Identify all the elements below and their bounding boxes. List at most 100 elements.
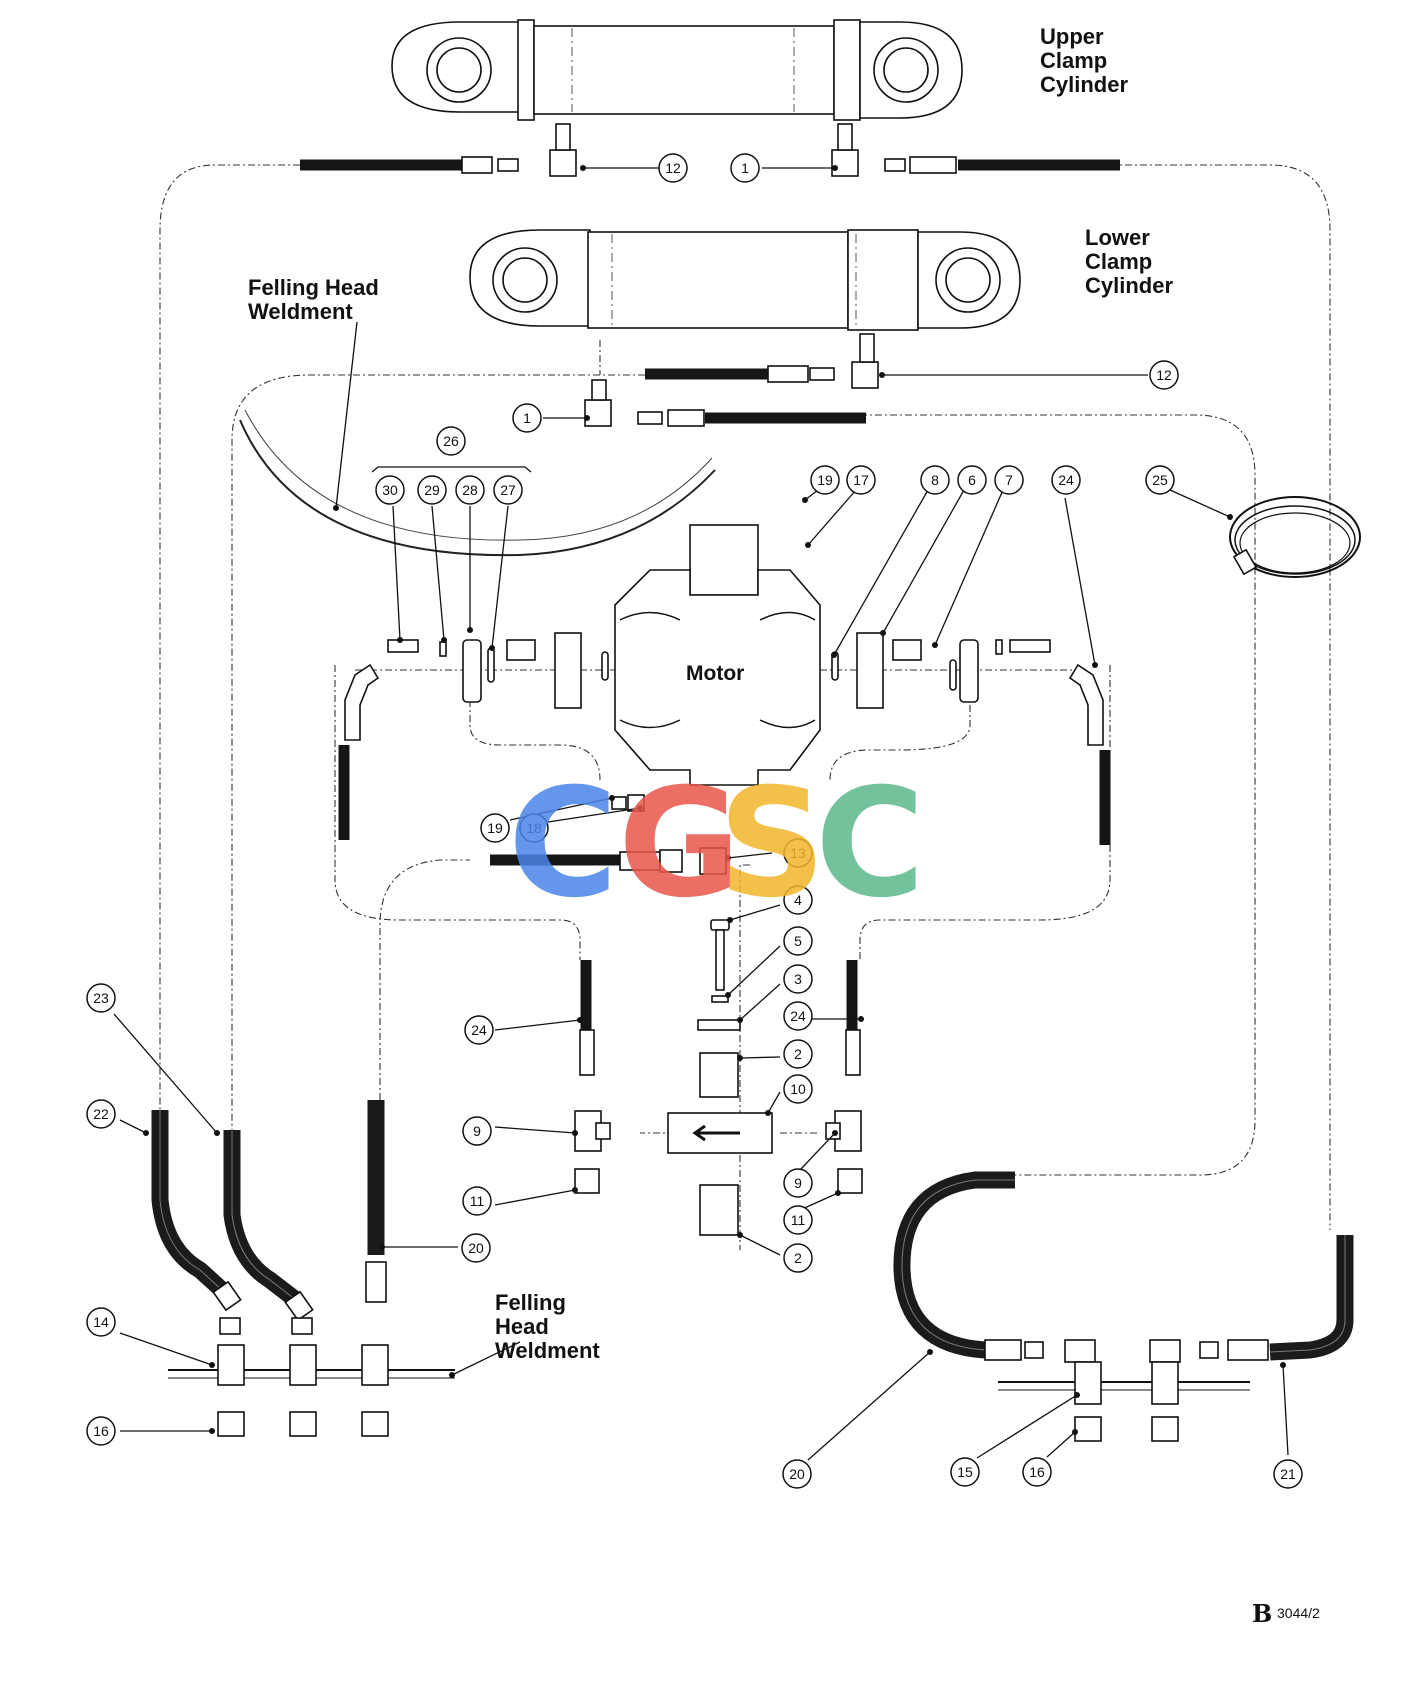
svg-text:17: 17 [853,472,869,488]
svg-text:19: 19 [487,820,503,836]
svg-text:Weldment: Weldment [495,1338,600,1363]
svg-text:1: 1 [523,410,531,426]
lower-right-assembly [893,1171,1354,1442]
svg-text:8: 8 [931,472,939,488]
callout-c7: 7 [994,465,1024,495]
watermark: C G S C [508,757,925,931]
svg-text:18: 18 [526,820,542,836]
callout-c25: 25 [1145,465,1175,495]
callout-c16b: 16 [1022,1457,1052,1487]
callout-c5: 5 [783,926,813,956]
callout-c4: 4 [783,885,813,915]
callout-c20b: 20 [782,1459,812,1489]
callout-c2b: 2 [783,1243,813,1273]
callout-c23: 23 [86,983,116,1013]
callout-c10: 10 [783,1074,813,1104]
lower-left-assembly [151,1100,455,1437]
svg-text:28: 28 [462,482,478,498]
svg-text:7: 7 [1005,472,1013,488]
svg-text:27: 27 [500,482,516,498]
svg-text:23: 23 [93,990,109,1006]
hose-reel [1229,496,1361,578]
callout-c3: 3 [783,964,813,994]
callout-c1a: 1 [730,153,760,183]
svg-text:12: 12 [665,160,681,176]
svg-text:Felling Head: Felling Head [248,275,379,300]
lower-clamp-cylinder-label: Lower Clamp Cylinder [1085,225,1173,298]
felling-head-weldment-label-bottom: Felling Head Weldment [495,1290,600,1363]
callout-c27: 27 [493,475,523,505]
watermark-letter-3: S [718,757,826,931]
svg-text:Cylinder: Cylinder [1040,72,1128,97]
svg-text:Clamp: Clamp [1085,249,1152,274]
svg-text:24: 24 [471,1022,487,1038]
callout-c18: 18 [519,813,549,843]
callout-c24a: 24 [1051,465,1081,495]
svg-text:15: 15 [957,1464,973,1480]
svg-text:6: 6 [968,472,976,488]
svg-text:2: 2 [794,1250,802,1266]
callout-c28: 28 [455,475,485,505]
svg-text:Weldment: Weldment [248,299,353,324]
svg-text:11: 11 [470,1193,485,1209]
upper-clamp-cylinder [391,19,963,121]
callout-c15: 15 [950,1457,980,1487]
callout-c13: 13 [783,838,813,868]
callout-c29: 29 [417,475,447,505]
svg-text:12: 12 [1156,367,1172,383]
callout-c2a: 2 [783,1039,813,1069]
callout-c26: 26 [436,426,466,456]
svg-text:24: 24 [1058,472,1074,488]
elbow-fittings [549,123,879,427]
upper-clamp-cylinder-label: Upper Clamp Cylinder [1040,24,1128,97]
svg-text:16: 16 [1029,1464,1045,1480]
svg-text:Clamp: Clamp [1040,48,1107,73]
callout-c30: 30 [375,475,405,505]
drawing-number: 3044/2 [1277,1605,1320,1621]
svg-text:20: 20 [468,1240,484,1256]
callout-c9a: 9 [462,1116,492,1146]
svg-text:Lower: Lower [1085,225,1150,250]
callout-c14: 14 [86,1307,116,1337]
callout-c12a: 12 [658,153,688,183]
motor-label: Motor [686,662,744,685]
callout-c22: 22 [86,1099,116,1129]
callout-c19b: 19 [480,813,510,843]
callout-c12b: 12 [1149,360,1179,390]
callout-c24b: 24 [464,1015,494,1045]
svg-text:4: 4 [794,892,802,908]
svg-text:5: 5 [794,933,802,949]
svg-text:30: 30 [382,482,398,498]
svg-text:14: 14 [93,1314,109,1330]
watermark-letter-4: C [815,757,925,931]
callout-c19a: 19 [810,465,840,495]
watermark-letter-2: G [618,757,741,931]
svg-text:26: 26 [443,433,459,449]
svg-text:Upper: Upper [1040,24,1104,49]
svg-text:3: 3 [794,971,802,987]
svg-text:Cylinder: Cylinder [1085,273,1173,298]
svg-text:2: 2 [794,1046,802,1062]
side-hoses [338,663,1111,845]
lower-clamp-cylinder [469,229,1021,331]
brand-logo: B [1252,1599,1272,1628]
motor-side-parts [387,632,1051,709]
svg-text:1: 1 [741,160,749,176]
callout-c20a: 20 [461,1233,491,1263]
svg-text:10: 10 [790,1081,806,1097]
callout-c11a: 11 [462,1186,492,1216]
svg-text:22: 22 [93,1106,109,1122]
callout-c9b: 9 [783,1168,813,1198]
svg-text:24: 24 [790,1008,806,1024]
svg-text:Felling: Felling [495,1290,566,1315]
svg-text:11: 11 [791,1212,806,1228]
motor: Motor [614,524,821,786]
svg-text:25: 25 [1152,472,1168,488]
felling-head-weldment-curve [239,419,716,557]
hoses-top [300,156,1120,427]
svg-text:21: 21 [1280,1466,1296,1482]
callout-c21: 21 [1273,1459,1303,1489]
leader-lines [113,165,1289,1461]
callout-c17: 17 [846,465,876,495]
